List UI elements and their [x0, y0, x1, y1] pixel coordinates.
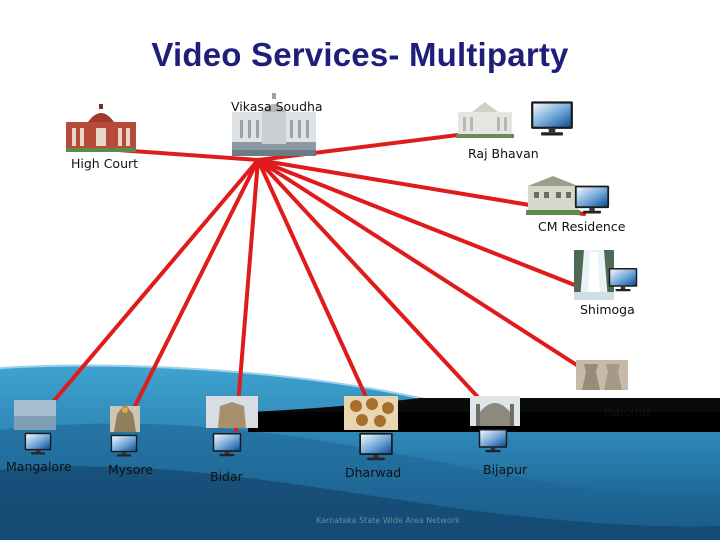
node-label-dharwad: Dharwad	[345, 465, 402, 480]
raj-bhavan-building-icon	[456, 102, 514, 138]
gol-gumbaz-icon	[470, 396, 520, 426]
cooling-towers-icon	[576, 360, 628, 390]
link-bijapur	[256, 158, 490, 410]
node-label-bidar: Bidar	[210, 469, 243, 484]
page-title: Video Services- Multiparty	[151, 36, 569, 73]
sweets-icon	[344, 396, 398, 430]
node-label-shimoga: Shimoga	[580, 302, 635, 317]
footer-caption: Karnataka State Wide Area Network	[316, 516, 460, 525]
vikasa-soudha-building-icon	[232, 93, 316, 156]
node-label-mangalore: Mangalore	[6, 459, 72, 474]
temple-tower-icon	[110, 404, 140, 432]
cm-residence-monitor-icon	[574, 185, 610, 214]
raj-bhavan-monitor-icon	[531, 101, 573, 136]
waterfall-icon	[574, 250, 614, 300]
link-mysore	[122, 158, 260, 430]
seashore-icon	[14, 400, 56, 430]
node-label-cm-residence: CM Residence	[538, 219, 626, 234]
node-label-mysore: Mysore	[108, 462, 153, 477]
link-mangalore	[34, 158, 260, 424]
high-court-building-icon	[66, 104, 136, 152]
node-label-vikasa-soudha: Vikasa Soudha	[231, 99, 323, 114]
fort-icon	[206, 396, 258, 428]
cm-residence-building-icon	[526, 176, 580, 215]
link-dharwad	[256, 158, 374, 412]
link-high-court	[116, 148, 260, 162]
node-label-raichur: Raichur	[604, 404, 652, 419]
link-bidar	[234, 158, 260, 432]
node-label-bijapur: Bijapur	[483, 462, 528, 477]
links	[34, 128, 602, 432]
node-label-high-court: High Court	[71, 156, 139, 171]
link-raichur	[256, 158, 602, 382]
link-shimoga	[256, 158, 602, 297]
node-label-raj-bhavan: Raj Bhavan	[468, 146, 539, 161]
